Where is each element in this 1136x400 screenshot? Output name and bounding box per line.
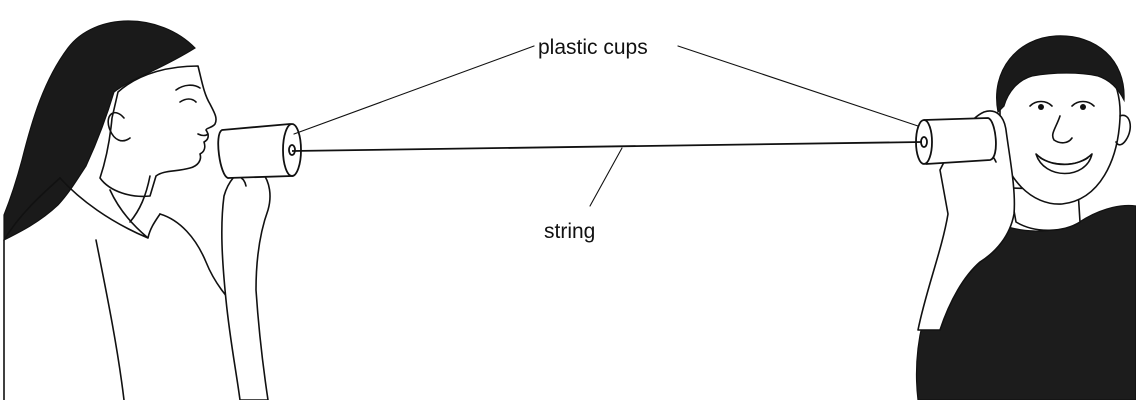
- girl-eye: [179, 98, 197, 103]
- right-cup: [915, 117, 997, 165]
- girl-eyebrow: [175, 84, 201, 91]
- girl-figure: [3, 20, 271, 400]
- girl-ear: [107, 112, 131, 142]
- string-line: [291, 141, 923, 152]
- girl-mouth: [197, 133, 209, 137]
- boy-arm: [917, 110, 1016, 331]
- string-label-group: string: [544, 147, 623, 243]
- string-leader: [589, 147, 623, 207]
- boy-nose: [1051, 115, 1073, 144]
- girl-blouse: [3, 177, 241, 400]
- plastic-cups-label: plastic cups: [538, 36, 648, 59]
- plastic-cups-label-group: plastic cups: [293, 36, 919, 135]
- boy-hair: [996, 35, 1125, 114]
- boy-teeth: [1039, 157, 1089, 165]
- boy-eye-left: [1038, 104, 1044, 110]
- girl-neck: [129, 175, 151, 223]
- girl-arm: [221, 167, 271, 400]
- boy-eye-right: [1080, 104, 1086, 110]
- boy-figure: [915, 35, 1136, 400]
- girl-collar: [59, 177, 161, 239]
- cups-leader-left: [293, 45, 535, 135]
- boy-ear-right: [1115, 114, 1132, 146]
- boy-eyes: [1029, 100, 1095, 107]
- string-label: string: [544, 220, 595, 243]
- cups-leader-right: [677, 45, 919, 127]
- left-cup: [217, 123, 302, 179]
